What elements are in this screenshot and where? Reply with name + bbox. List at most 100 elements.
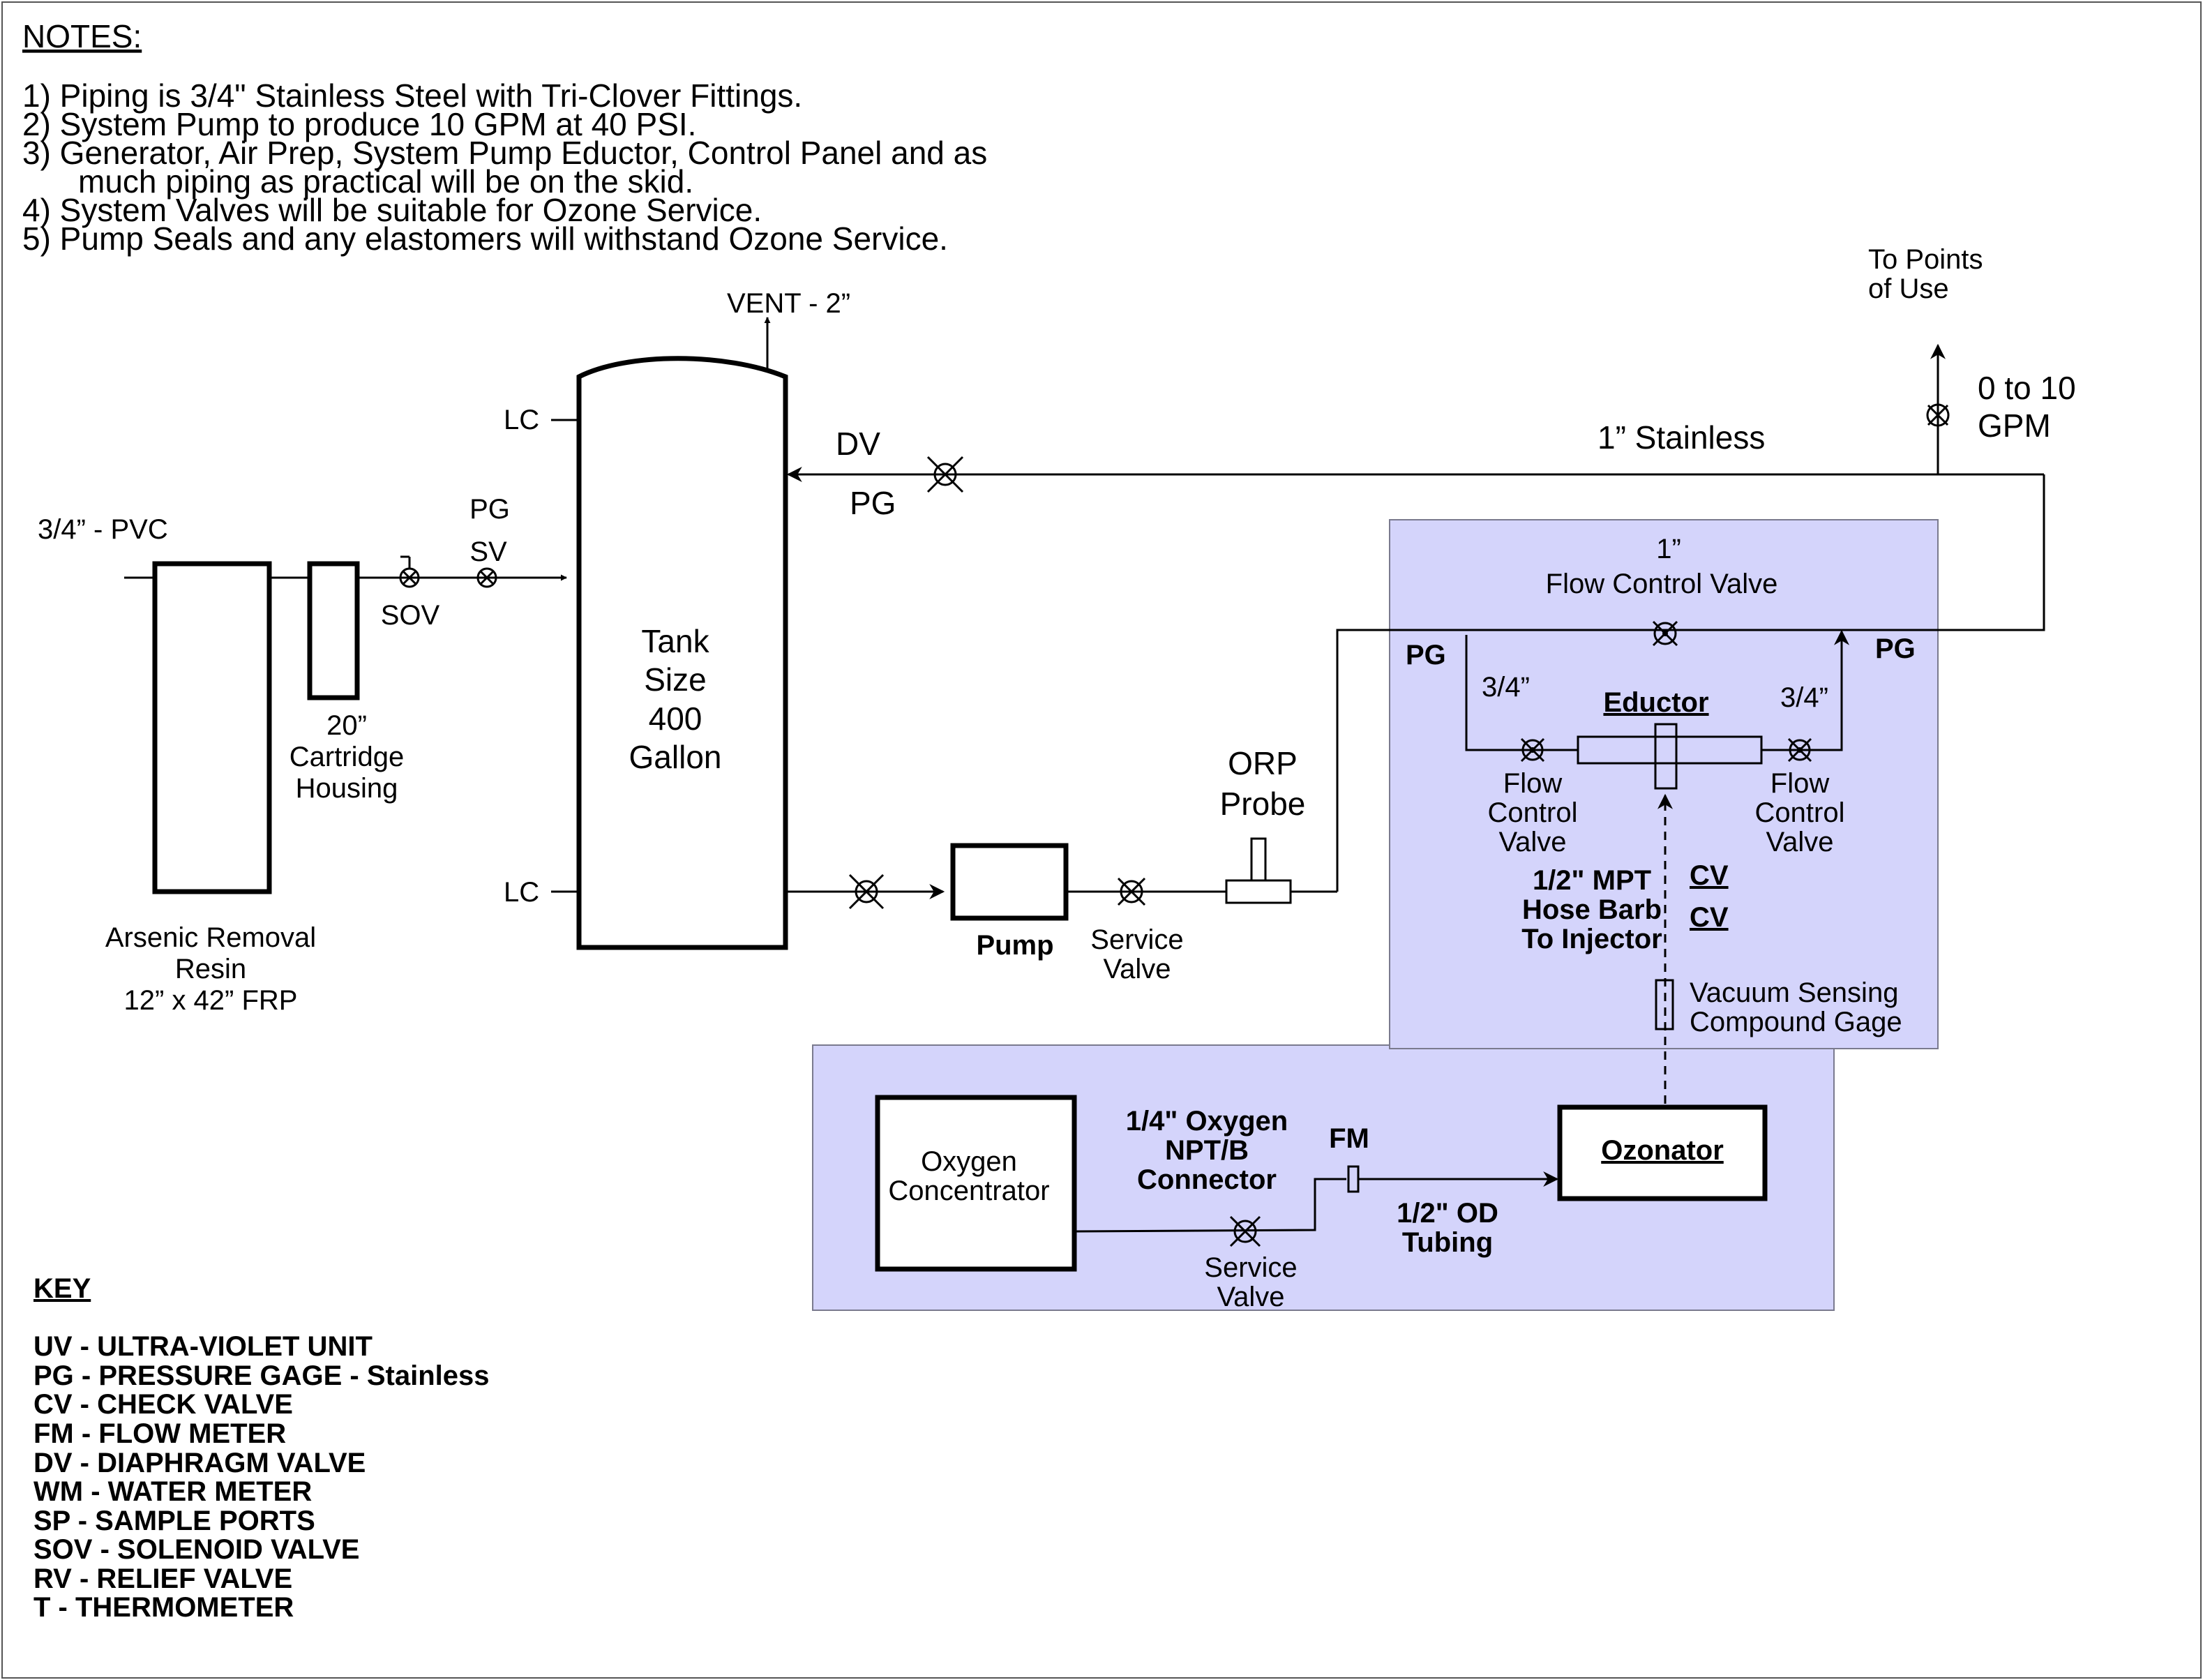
key-item: UV - ULTRA-VIOLET UNIT [33, 1331, 373, 1362]
oxygen-connector-label: NPT/B [1165, 1135, 1249, 1166]
flow-range-label: GPM [1978, 407, 2051, 444]
hose-barb-label: 1/2" MPT [1533, 865, 1651, 896]
eductor-inlet-pipe [1465, 635, 1578, 751]
key-item: CV - CHECK VALVE [33, 1389, 293, 1420]
oxygen-concentrator [875, 1095, 1077, 1272]
key-heading: KEY [33, 1273, 91, 1304]
skid-zone-upper [1389, 519, 1939, 1049]
fcv-right-label: Valve [1766, 827, 1833, 857]
oxygen-connector-label: 1/4" Oxygen [1126, 1106, 1288, 1137]
oxygen-concentrator-label: Concentrator [888, 1176, 1049, 1206]
od-tubing-label: 1/2" OD [1397, 1198, 1498, 1229]
cartridge-label: Housing [296, 773, 398, 804]
tank-label: Gallon [629, 739, 722, 775]
size-left-label: 3/4” [1482, 672, 1530, 703]
key-item: PG - PRESSURE GAGE - Stainless [33, 1360, 490, 1391]
resin-label: 12” x 42” FRP [124, 985, 298, 1016]
suction-valve-icon [848, 873, 885, 910]
pump [950, 843, 1069, 921]
sv-inlet-label: SV [469, 537, 507, 567]
service-valve-icon [1229, 1215, 1261, 1247]
storage-tank [576, 356, 788, 950]
key-item: WM - WATER METER [33, 1476, 312, 1507]
oxygen-concentrator-label: Oxygen [921, 1146, 1017, 1177]
tank-label: Size [644, 661, 706, 698]
fm-label: FM [1329, 1123, 1369, 1154]
service-valve-icon [476, 567, 497, 588]
resin-label: Resin [175, 954, 246, 984]
vent-label: VENT - 2” [727, 288, 850, 319]
oxygen-connector-label: Connector [1137, 1164, 1277, 1195]
key-item: SP - SAMPLE PORTS [33, 1506, 315, 1536]
note-item: much piping as practical will be on the … [78, 163, 693, 200]
eductor-label: Eductor [1603, 687, 1708, 718]
solenoid-valve-icon [399, 555, 420, 588]
tank-label: 400 [649, 700, 702, 737]
ozonator [1557, 1104, 1768, 1201]
note-item: 4) System Valves will be suitable for Oz… [22, 192, 762, 228]
service-valve-2-label: Valve [1217, 1282, 1284, 1312]
return-riser [1336, 474, 2045, 892]
orp-probe [1225, 837, 1292, 904]
service-valve-label: Valve [1103, 954, 1171, 984]
key-item: FM - FLOW METER [33, 1418, 286, 1449]
resin-label: Arsenic Removal [105, 922, 316, 953]
flow-control-valve-icon [1520, 737, 1545, 763]
points-of-use-label: To Points [1868, 244, 1983, 275]
pump-label: Pump [976, 930, 1053, 961]
lc-top-label: LC [504, 405, 539, 435]
stainless-label: 1” Stainless [1597, 419, 1765, 456]
service-valve-label: Service [1090, 924, 1183, 955]
eductor-outlet-pipe [1761, 629, 1849, 751]
orp-label: Probe [1220, 786, 1306, 822]
eductor [1577, 735, 1763, 765]
note-item: 3) Generator, Air Prep, System Pump Educ… [22, 135, 987, 171]
diaphragm-valve-icon [926, 456, 964, 493]
note-item: 2) System Pump to produce 10 GPM at 40 P… [22, 106, 696, 142]
cartridge-housing [307, 561, 360, 700]
key-item: T - THERMOMETER [33, 1592, 294, 1623]
key-item: DV - DIAPHRAGM VALVE [33, 1448, 366, 1478]
inlet-pipe-label: 3/4” - PVC [38, 514, 168, 545]
hose-barb-label: To Injector [1521, 924, 1662, 954]
pg-return-label: PG [850, 485, 896, 521]
ozonator-label: Ozonator [1601, 1135, 1724, 1166]
arsenic-resin-tank [152, 561, 272, 894]
flow-control-valve-icon [1652, 620, 1678, 647]
fcv-left-label: Flow [1503, 768, 1563, 799]
flow-range-label: 0 to 10 [1978, 370, 2076, 406]
tank-label: Tank [641, 623, 709, 659]
key-item: SOV - SOLENOID VALVE [33, 1534, 359, 1565]
pg-left-label: PG [1406, 640, 1446, 670]
note-item: 1) Piping is 3/4" Stainless Steel with T… [22, 77, 802, 114]
fcv-1in-label: Flow Control Valve [1546, 569, 1778, 599]
note-item: 5) Pump Seals and any elastomers will wi… [22, 220, 948, 257]
pg-inlet-label: PG [469, 494, 510, 525]
points-of-use-label: of Use [1868, 273, 1949, 304]
oxygen-line [1074, 1178, 1346, 1233]
orp-label: ORP [1228, 745, 1298, 781]
fcv-right-label: Control [1755, 797, 1845, 828]
fcv-left-label: Valve [1498, 827, 1566, 857]
fcv-1in-label: 1” [1656, 534, 1681, 564]
vacuum-gage-label: Compound Gage [1690, 1007, 1902, 1037]
notes-heading: NOTES: [22, 18, 142, 54]
fcv-right-label: Flow [1770, 768, 1830, 799]
pg-right-label: PG [1875, 633, 1916, 664]
flow-control-valve-icon [1787, 737, 1812, 763]
use-valve-icon [1926, 403, 1950, 427]
vacuum-gage [1655, 979, 1674, 1030]
eductor-injector [1654, 723, 1678, 790]
fcv-left-label: Control [1488, 797, 1578, 828]
cartridge-label: 20” [326, 710, 367, 741]
vacuum-gage-label: Vacuum Sensing [1690, 977, 1898, 1008]
cv-label: CV [1690, 860, 1729, 891]
dv-label: DV [836, 426, 880, 462]
lc-bottom-label: LC [504, 877, 539, 908]
service-valve-2-label: Service [1204, 1252, 1297, 1283]
sov-label: SOV [381, 600, 440, 631]
cv-label: CV [1690, 902, 1729, 933]
service-valve-icon [1117, 877, 1146, 906]
hose-barb-label: Hose Barb [1522, 894, 1662, 925]
